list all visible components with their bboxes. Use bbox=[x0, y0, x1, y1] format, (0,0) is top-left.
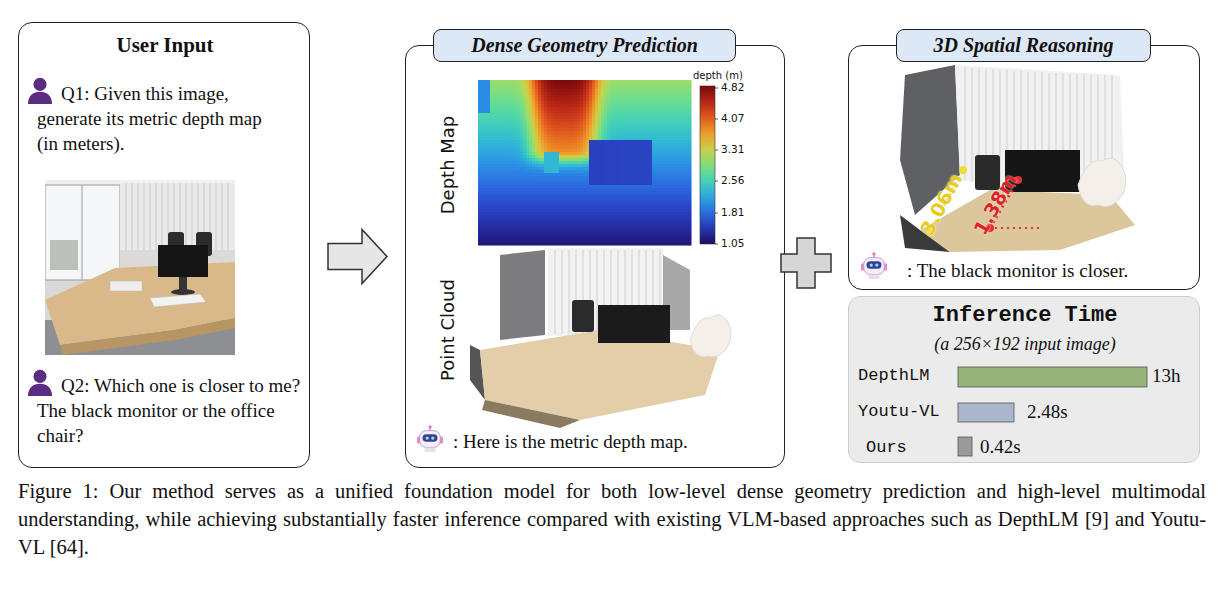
figure: User InputQ1: Given this image, generate… bbox=[0, 0, 1220, 598]
